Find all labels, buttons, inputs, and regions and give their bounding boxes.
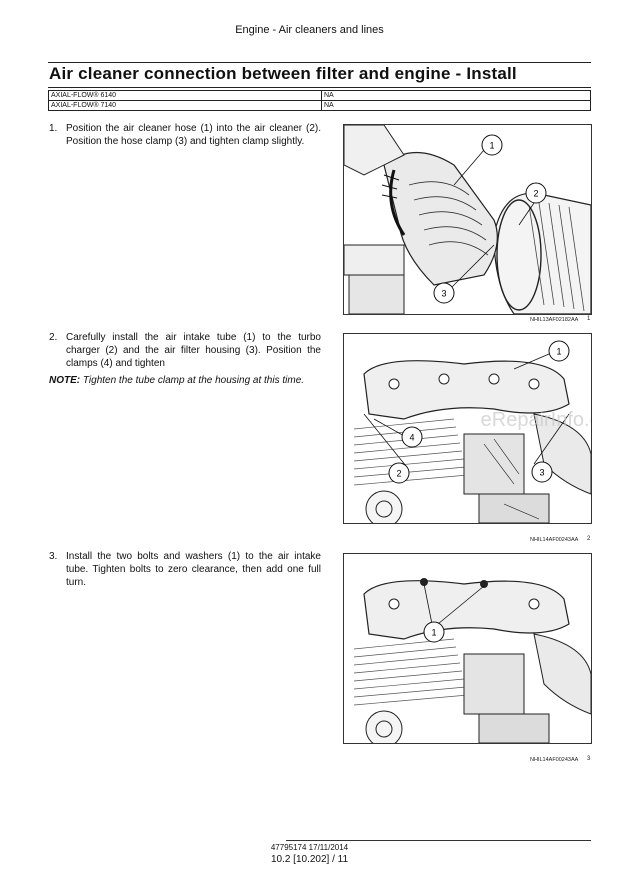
- step-text: Position the air cleaner hose (1) into t…: [66, 123, 321, 147]
- model-cell: AXIAL-FLOW® 7140: [48, 100, 322, 111]
- footer-page-number: 10.2 [10.202] / 11: [270, 854, 349, 865]
- figure-2-illustration: 1 2 3 4 eRepairInfo.com: [343, 333, 592, 524]
- figure-3-illustration: 1: [343, 553, 592, 744]
- footer-document-code: 47795174 17/11/2014: [270, 843, 349, 852]
- step-number: 1.: [49, 123, 58, 134]
- note-label: NOTE:: [49, 375, 81, 386]
- callout-label: 3: [441, 289, 446, 299]
- title-bottom-rule: [48, 87, 591, 88]
- watermark: eRepairInfo.com: [481, 409, 591, 431]
- figure-3-number: 3: [587, 756, 591, 762]
- table-row: AXIAL-FLOW® 7140 NA: [48, 100, 591, 111]
- callout-group: 1 2 3 4: [363, 340, 570, 484]
- callout-label: 1: [556, 347, 561, 357]
- step-number: 3.: [49, 551, 58, 562]
- model-cell: AXIAL-FLOW® 6140: [48, 90, 322, 101]
- callout-group: 1: [423, 583, 485, 643]
- callout-label: 2: [533, 189, 538, 199]
- title-top-rule: [48, 62, 591, 63]
- footer-rule: [286, 840, 591, 841]
- step-1: 1. Position the air cleaner hose (1) int…: [49, 122, 321, 148]
- figure-1-number: 1: [587, 316, 591, 322]
- callout-label: 1: [431, 628, 436, 638]
- step-text: Carefully install the air intake tube (1…: [66, 332, 321, 369]
- callout-group: 1 2 3: [433, 134, 547, 304]
- figure-3-reference: NHIL14AF00243AA: [530, 757, 579, 763]
- step-2: 2. Carefully install the air intake tube…: [49, 331, 321, 370]
- figure-2-number: 2: [587, 536, 591, 542]
- note-text: Tighten the tube clamp at the housing at…: [82, 375, 305, 386]
- applicability-table: AXIAL-FLOW® 6140 NA AXIAL-FLOW® 7140 NA: [48, 90, 591, 111]
- callout-label: 1: [489, 141, 494, 151]
- page-title: Air cleaner connection between filter an…: [49, 64, 517, 83]
- callout-label: 3: [539, 468, 544, 478]
- figure-1-illustration: 1 2 3: [343, 124, 592, 315]
- figure-1-reference: NHIL13AF02182AA: [530, 317, 579, 323]
- value-cell: NA: [321, 90, 591, 101]
- step-number: 2.: [49, 332, 58, 343]
- callout-label: 2: [396, 469, 401, 479]
- step-3: 3. Install the two bolts and washers (1)…: [49, 550, 321, 589]
- value-cell: NA: [321, 100, 591, 111]
- running-header: Engine - Air cleaners and lines: [235, 24, 384, 36]
- note: NOTE: Tighten the tube clamp at the hous…: [49, 374, 329, 387]
- step-text: Install the two bolts and washers (1) to…: [66, 551, 321, 588]
- figure-2-reference: NHIL14AF00243AA: [530, 537, 579, 543]
- callout-label: 4: [409, 433, 414, 443]
- table-row: AXIAL-FLOW® 6140 NA: [48, 90, 591, 101]
